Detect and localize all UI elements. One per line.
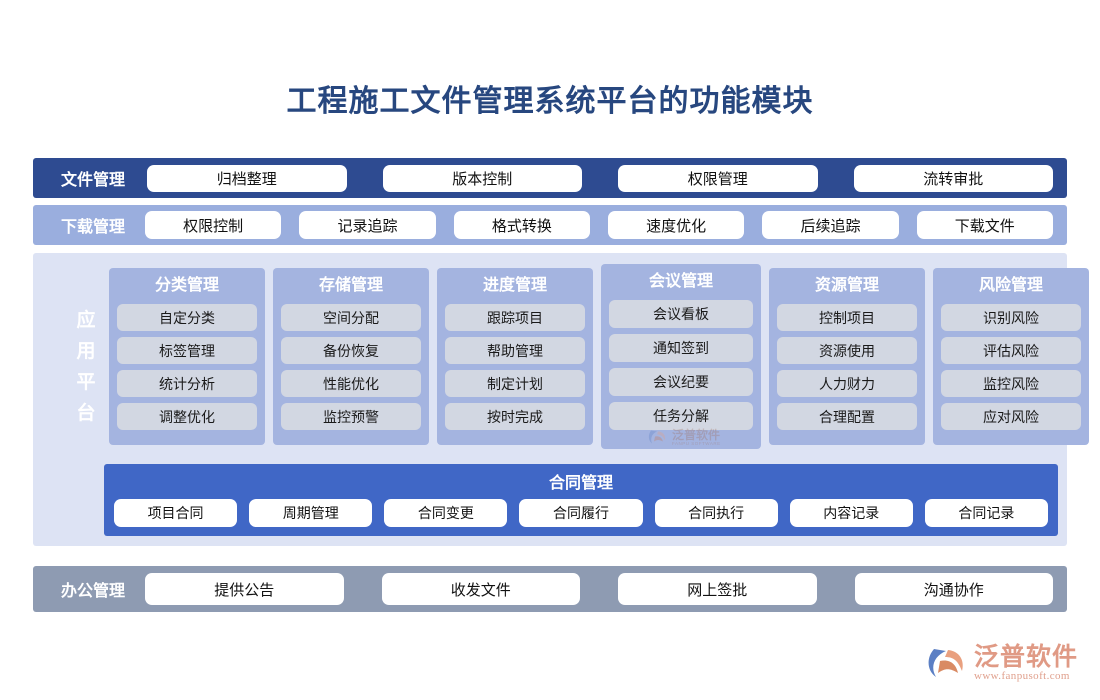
- column-resource-management: 资源管理 控制项目 资源使用 人力财力 合理配置: [769, 268, 925, 445]
- application-platform-label: 应 用 平 台: [69, 305, 103, 429]
- application-platform-label-char: 平: [76, 372, 96, 393]
- application-platform-label-char: 台: [76, 403, 96, 424]
- column-storage-management: 存储管理 空间分配 备份恢复 性能优化 监控预警: [273, 268, 429, 445]
- brand-name: 泛普软件: [973, 643, 1078, 671]
- download-management-item[interactable]: 格式转换: [453, 211, 590, 239]
- column-item[interactable]: 控制项目: [777, 304, 917, 331]
- column-progress-management: 进度管理 跟踪项目 帮助管理 制定计划 按时完成: [437, 268, 593, 445]
- column-item[interactable]: 自定分类: [117, 304, 257, 331]
- column-item[interactable]: 统计分析: [117, 370, 257, 397]
- column-item[interactable]: 评估风险: [941, 337, 1081, 364]
- office-management-item[interactable]: 提供公告: [145, 573, 344, 605]
- contract-item[interactable]: 项目合同: [114, 499, 238, 527]
- column-item[interactable]: 跟踪项目: [445, 304, 585, 331]
- column-item[interactable]: 性能优化: [281, 370, 421, 397]
- file-management-item[interactable]: 版本控制: [382, 164, 582, 192]
- column-item[interactable]: 会议看板: [609, 300, 753, 328]
- row-download-management: 下载管理 权限控制 记录追踪 格式转换 速度优化 后续追踪 下载文件: [33, 205, 1067, 245]
- column-item[interactable]: 人力财力: [777, 370, 917, 397]
- column-item[interactable]: 应对风险: [941, 403, 1081, 430]
- brand-logo: 泛普软件 www.fanpusoft.com: [927, 644, 1078, 682]
- file-management-item[interactable]: 归档整理: [147, 164, 347, 192]
- column-item[interactable]: 合理配置: [777, 403, 917, 430]
- column-item[interactable]: 会议纪要: [609, 368, 753, 396]
- row-download-management-label: 下载管理: [60, 219, 125, 236]
- office-management-item[interactable]: 收发文件: [381, 573, 580, 605]
- application-platform-label-char: 应: [76, 310, 96, 331]
- contract-management-title: 合同管理: [548, 475, 613, 492]
- contract-management-items: 项目合同 周期管理 合同变更 合同履行 合同执行 内容记录 合同记录: [114, 499, 1048, 527]
- office-management-item[interactable]: 网上签批: [618, 573, 817, 605]
- file-management-item[interactable]: 权限管理: [618, 164, 818, 192]
- column-item[interactable]: 空间分配: [281, 304, 421, 331]
- column-title: 风险管理: [978, 277, 1043, 294]
- contract-item[interactable]: 合同执行: [654, 499, 778, 527]
- download-management-item[interactable]: 速度优化: [607, 211, 745, 239]
- contract-item[interactable]: 合同变更: [384, 499, 508, 527]
- column-item[interactable]: 备份恢复: [281, 337, 421, 364]
- contract-management-block: 合同管理 项目合同 周期管理 合同变更 合同履行 合同执行 内容记录 合同记录: [104, 464, 1058, 536]
- column-item[interactable]: 识别风险: [941, 304, 1081, 331]
- column-item[interactable]: 标签管理: [117, 337, 257, 364]
- row-file-management-label: 文件管理: [60, 172, 125, 189]
- file-management-item[interactable]: 流转审批: [853, 164, 1053, 192]
- office-management-item[interactable]: 沟通协作: [854, 573, 1053, 605]
- row-file-management: 文件管理 归档整理 版本控制 权限管理 流转审批: [33, 158, 1067, 198]
- column-item[interactable]: 通知签到: [609, 334, 753, 362]
- column-item[interactable]: 调整优化: [117, 403, 257, 430]
- column-title: 存储管理: [318, 277, 383, 294]
- column-item[interactable]: 资源使用: [777, 337, 917, 364]
- column-meeting-management: 会议管理 会议看板 通知签到 会议纪要 任务分解: [601, 264, 761, 449]
- page-title: 工程施工文件管理系统平台的功能模块: [286, 85, 814, 118]
- column-title: 会议管理: [648, 273, 713, 290]
- download-management-item[interactable]: 下载文件: [916, 211, 1053, 239]
- column-risk-management: 风险管理 识别风险 评估风险 监控风险 应对风险: [933, 268, 1089, 445]
- brand-url: www.fanpusoft.com: [973, 670, 1070, 682]
- contract-item[interactable]: 合同记录: [924, 499, 1048, 527]
- row-office-management: 办公管理 提供公告 收发文件 网上签批 沟通协作: [33, 566, 1067, 612]
- column-item[interactable]: 按时完成: [445, 403, 585, 430]
- column-item[interactable]: 监控风险: [941, 370, 1081, 397]
- column-title: 分类管理: [154, 277, 219, 294]
- application-platform-panel: 应 用 平 台 分类管理 自定分类 标签管理 统计分析 调整优化 存储管理 空间…: [33, 253, 1089, 546]
- download-management-item[interactable]: 后续追踪: [762, 211, 899, 239]
- column-item[interactable]: 制定计划: [445, 370, 585, 397]
- platform-columns: 分类管理 自定分类 标签管理 统计分析 调整优化 存储管理 空间分配 备份恢复 …: [109, 264, 1089, 449]
- download-management-item[interactable]: 权限控制: [145, 211, 282, 239]
- column-item[interactable]: 帮助管理: [445, 337, 585, 364]
- download-management-item[interactable]: 记录追踪: [299, 211, 436, 239]
- row-office-management-label: 办公管理: [60, 583, 125, 600]
- application-platform-label-char: 用: [76, 341, 96, 362]
- fanpu-logo-icon: [928, 649, 963, 677]
- contract-item[interactable]: 合同履行: [519, 499, 643, 527]
- brand-text: 泛普软件 www.fanpusoft.com: [974, 644, 1078, 682]
- column-item[interactable]: 监控预警: [281, 403, 421, 430]
- contract-item[interactable]: 内容记录: [789, 499, 913, 527]
- contract-item[interactable]: 周期管理: [249, 499, 373, 527]
- column-category-management: 分类管理 自定分类 标签管理 统计分析 调整优化: [109, 268, 265, 445]
- column-title: 资源管理: [814, 277, 879, 294]
- column-item[interactable]: 任务分解: [609, 402, 753, 430]
- column-title: 进度管理: [482, 277, 547, 294]
